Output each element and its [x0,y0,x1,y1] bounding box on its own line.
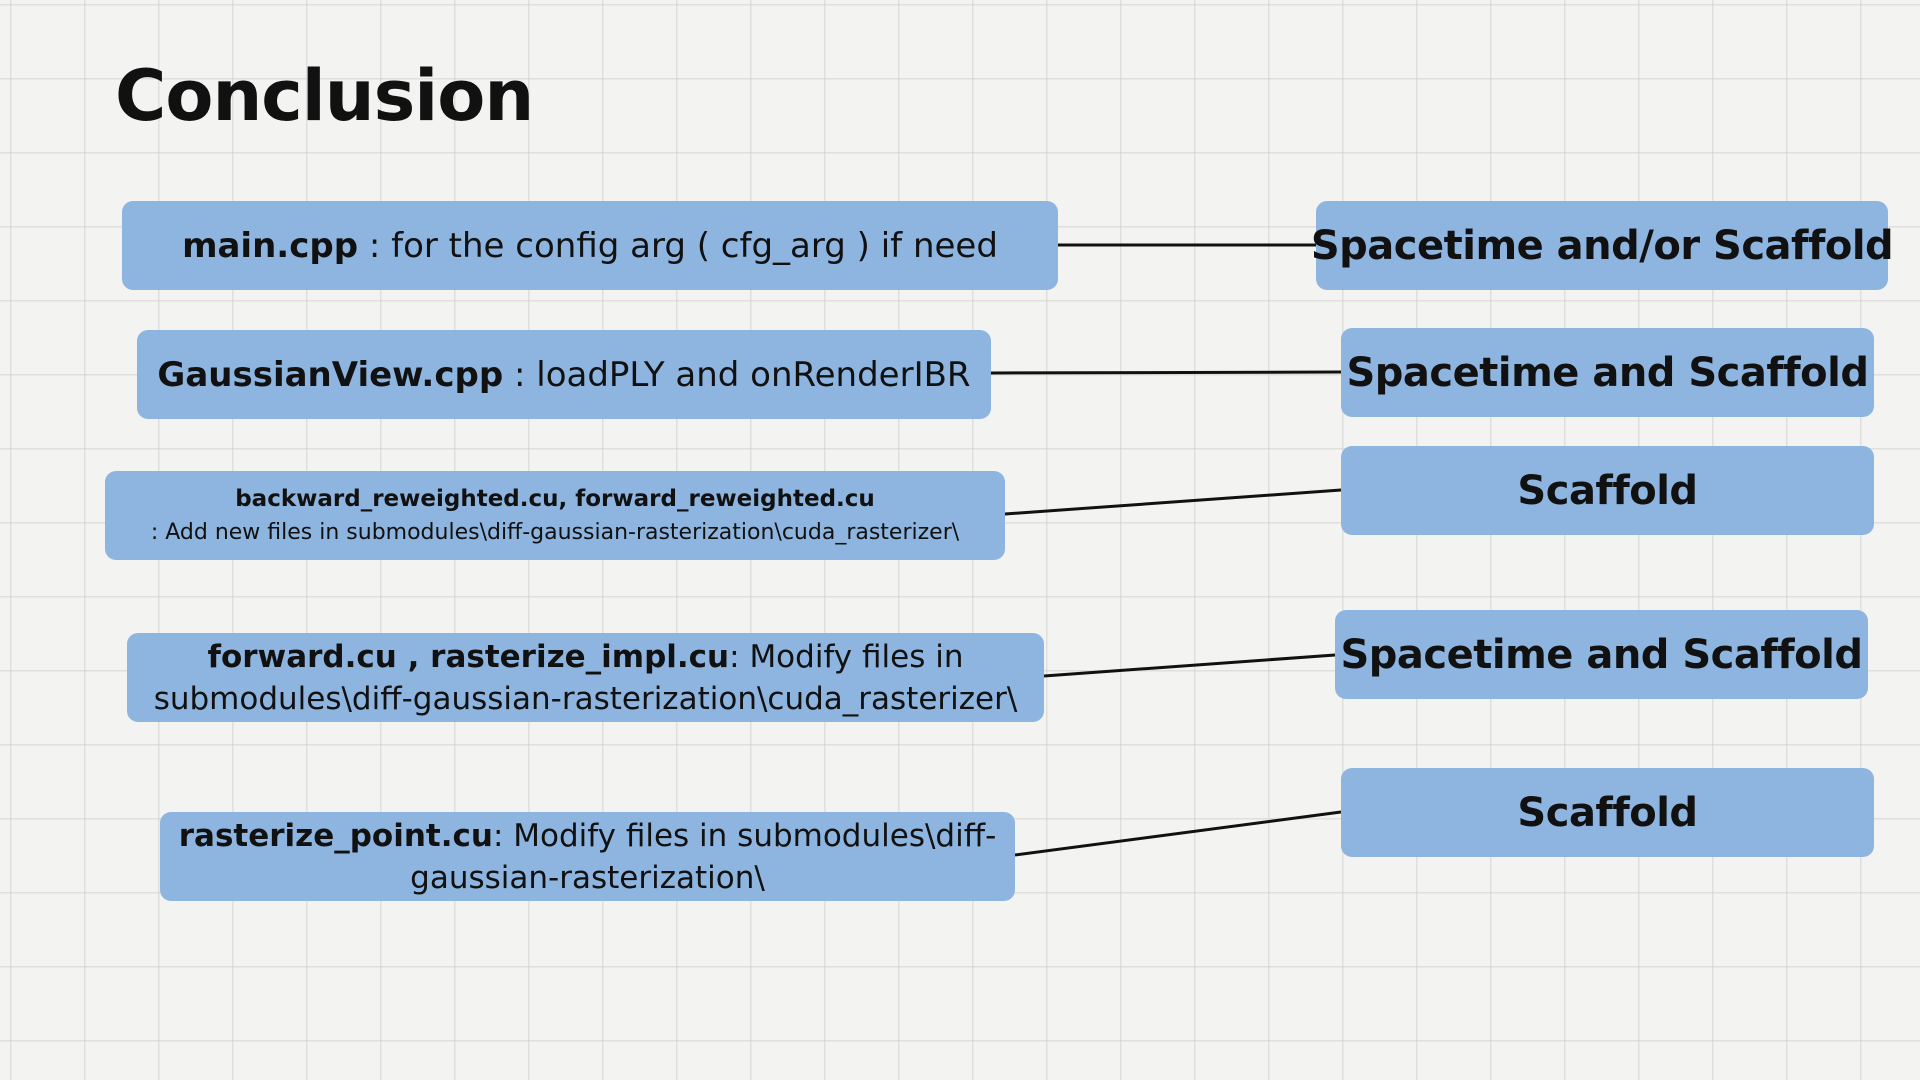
file-name: main.cpp [182,225,359,266]
file-box-rasterize-point-cu: rasterize_point.cu: Modify files in subm… [160,812,1015,901]
file-description: : Modify files in submodules\diff- [492,817,997,854]
file-name: forward.cu , rasterize_impl.cu [207,638,730,675]
connector-line-3 [1004,488,1342,516]
slide-title: Conclusion [115,55,534,137]
file-name: rasterize_point.cu [178,817,493,854]
connector-line-4 [1043,653,1336,678]
target-box-spacetime-and-or-scaffold: Spacetime and/or Scaffold [1311,201,1894,290]
file-box-gaussianview-cpp: GaussianView.cpp : loadPLY and onRenderI… [137,330,991,419]
file-name: GaussianView.cpp [157,354,504,395]
file-box-line: backward_reweighted.cu, forward_reweight… [235,486,875,512]
file-box-line: GaussianView.cpp : loadPLY and onRenderI… [157,355,970,395]
file-name: backward_reweighted.cu, forward_reweight… [235,486,875,512]
target-box-scaffold: Scaffold [1341,446,1874,535]
file-box-line: rasterize_point.cu: Modify files in subm… [179,818,997,854]
connector-line-5 [1014,810,1342,857]
file-box-line: submodules\diff-gaussian-rasterization\c… [153,680,1018,717]
file-description: : Modify files in [729,638,964,675]
target-box-spacetime-and-scaffold: Spacetime and Scaffold [1341,328,1874,417]
file-box-line: gaussian-rasterization\ [410,859,765,896]
target-box-scaffold: Scaffold [1341,768,1874,857]
file-description: : loadPLY and onRenderIBR [503,354,971,395]
file-box-main-cpp: main.cpp : for the config arg ( cfg_arg … [122,201,1058,290]
connector-line-2 [990,370,1342,375]
file-description: : for the config arg ( cfg_arg ) if need [358,225,998,266]
target-box-spacetime-and-scaffold: Spacetime and Scaffold [1335,610,1868,699]
file-box-line: main.cpp : for the config arg ( cfg_arg … [182,226,998,266]
file-box-reweighted-cu: backward_reweighted.cu, forward_reweight… [105,471,1005,560]
file-box-line: forward.cu , rasterize_impl.cu: Modify f… [207,639,963,675]
file-box-line: : Add new files in submodules\diff-gauss… [150,520,960,545]
file-box-forward-rasterize-impl: forward.cu , rasterize_impl.cu: Modify f… [127,633,1044,722]
